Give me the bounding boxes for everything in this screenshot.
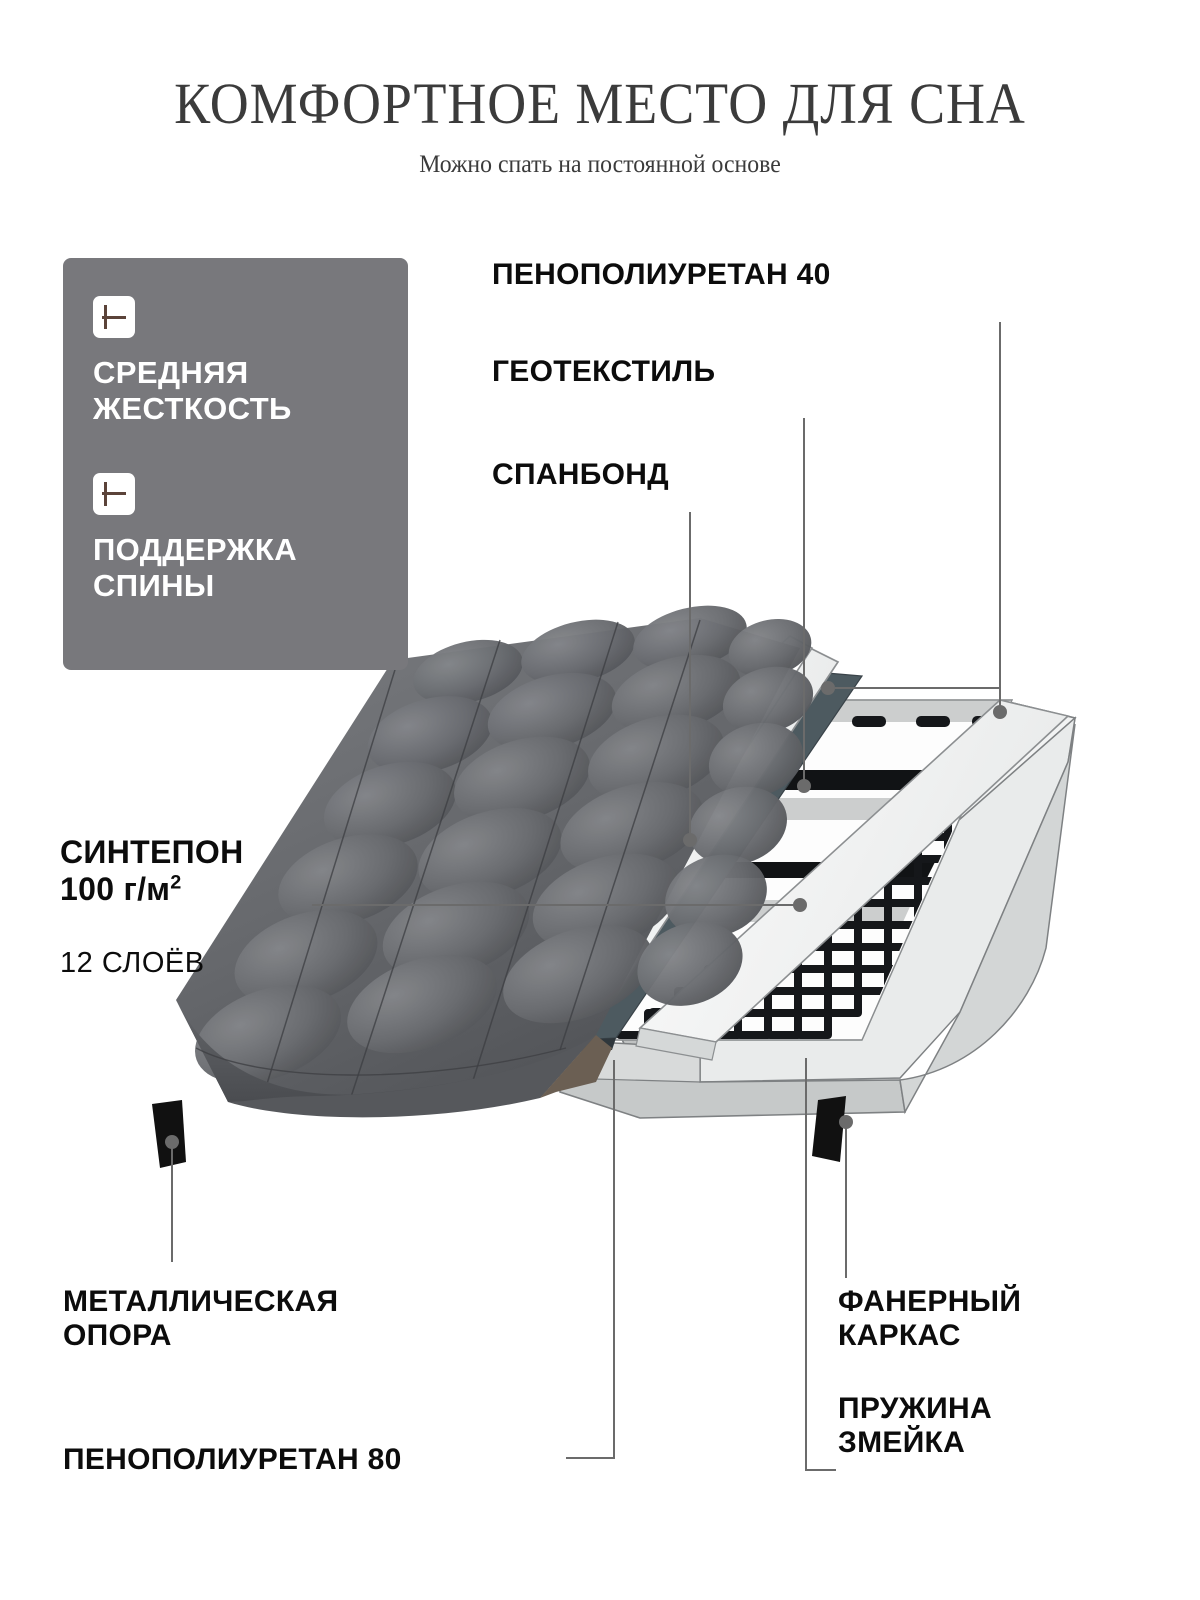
callout-sintepon-text: СИНТЕПОН 100 г/м — [60, 833, 244, 907]
header: КОМФОРТНОЕ МЕСТО ДЛЯ СНА Можно спать на … — [0, 70, 1200, 179]
feature-item-label: СРЕДНЯЯ ЖЕСТКОСТЬ — [93, 355, 292, 426]
velvet-mattress — [176, 605, 814, 1118]
callout-plywood-frame: ФАНЕРНЫЙ КАРКАС — [838, 1285, 1022, 1352]
feature-item-label: ПОДДЕРЖКА СПИНЫ — [93, 531, 298, 603]
callout-geotextile: ГЕОТЕКСТИЛЬ — [492, 355, 716, 388]
callout-sintepon-superscript: 2 — [170, 871, 182, 894]
callout-foam-80: ПЕНОПОЛИУРЕТАН 80 — [63, 1443, 402, 1476]
page-title: КОМФОРТНОЕ МЕСТО ДЛЯ СНА — [174, 71, 1026, 136]
feature-item-back-support: ПОДДЕРЖКА СПИНЫ — [93, 472, 378, 604]
feature-item-firmness: СРЕДНЯЯ ЖЕСТКОСТЬ — [93, 296, 378, 427]
plus-icon — [93, 472, 135, 515]
callout-sintepon: СИНТЕПОН 100 г/м2 12 СЛОЁВ — [60, 800, 244, 1014]
callout-spunbond: СПАНБОНД — [492, 458, 669, 491]
plus-icon — [93, 296, 135, 338]
callout-metal-leg: МЕТАЛЛИЧЕСКАЯ ОПОРА — [63, 1285, 339, 1352]
callout-sintepon-main: СИНТЕПОН 100 г/м2 — [60, 834, 244, 908]
metal-leg-front-left — [152, 1100, 186, 1168]
callout-sintepon-layers: 12 СЛОЁВ — [60, 947, 205, 979]
callout-serpentine-spring: ПРУЖИНА ЗМЕЙКА — [838, 1392, 992, 1459]
feature-card: СРЕДНЯЯ ЖЕСТКОСТЬ ПОДДЕРЖКА СПИНЫ — [63, 258, 408, 670]
callout-foam-40: ПЕНОПОЛИУРЕТАН 40 — [492, 258, 831, 291]
page-subtitle: Можно спать на постоянной основе — [419, 151, 781, 178]
